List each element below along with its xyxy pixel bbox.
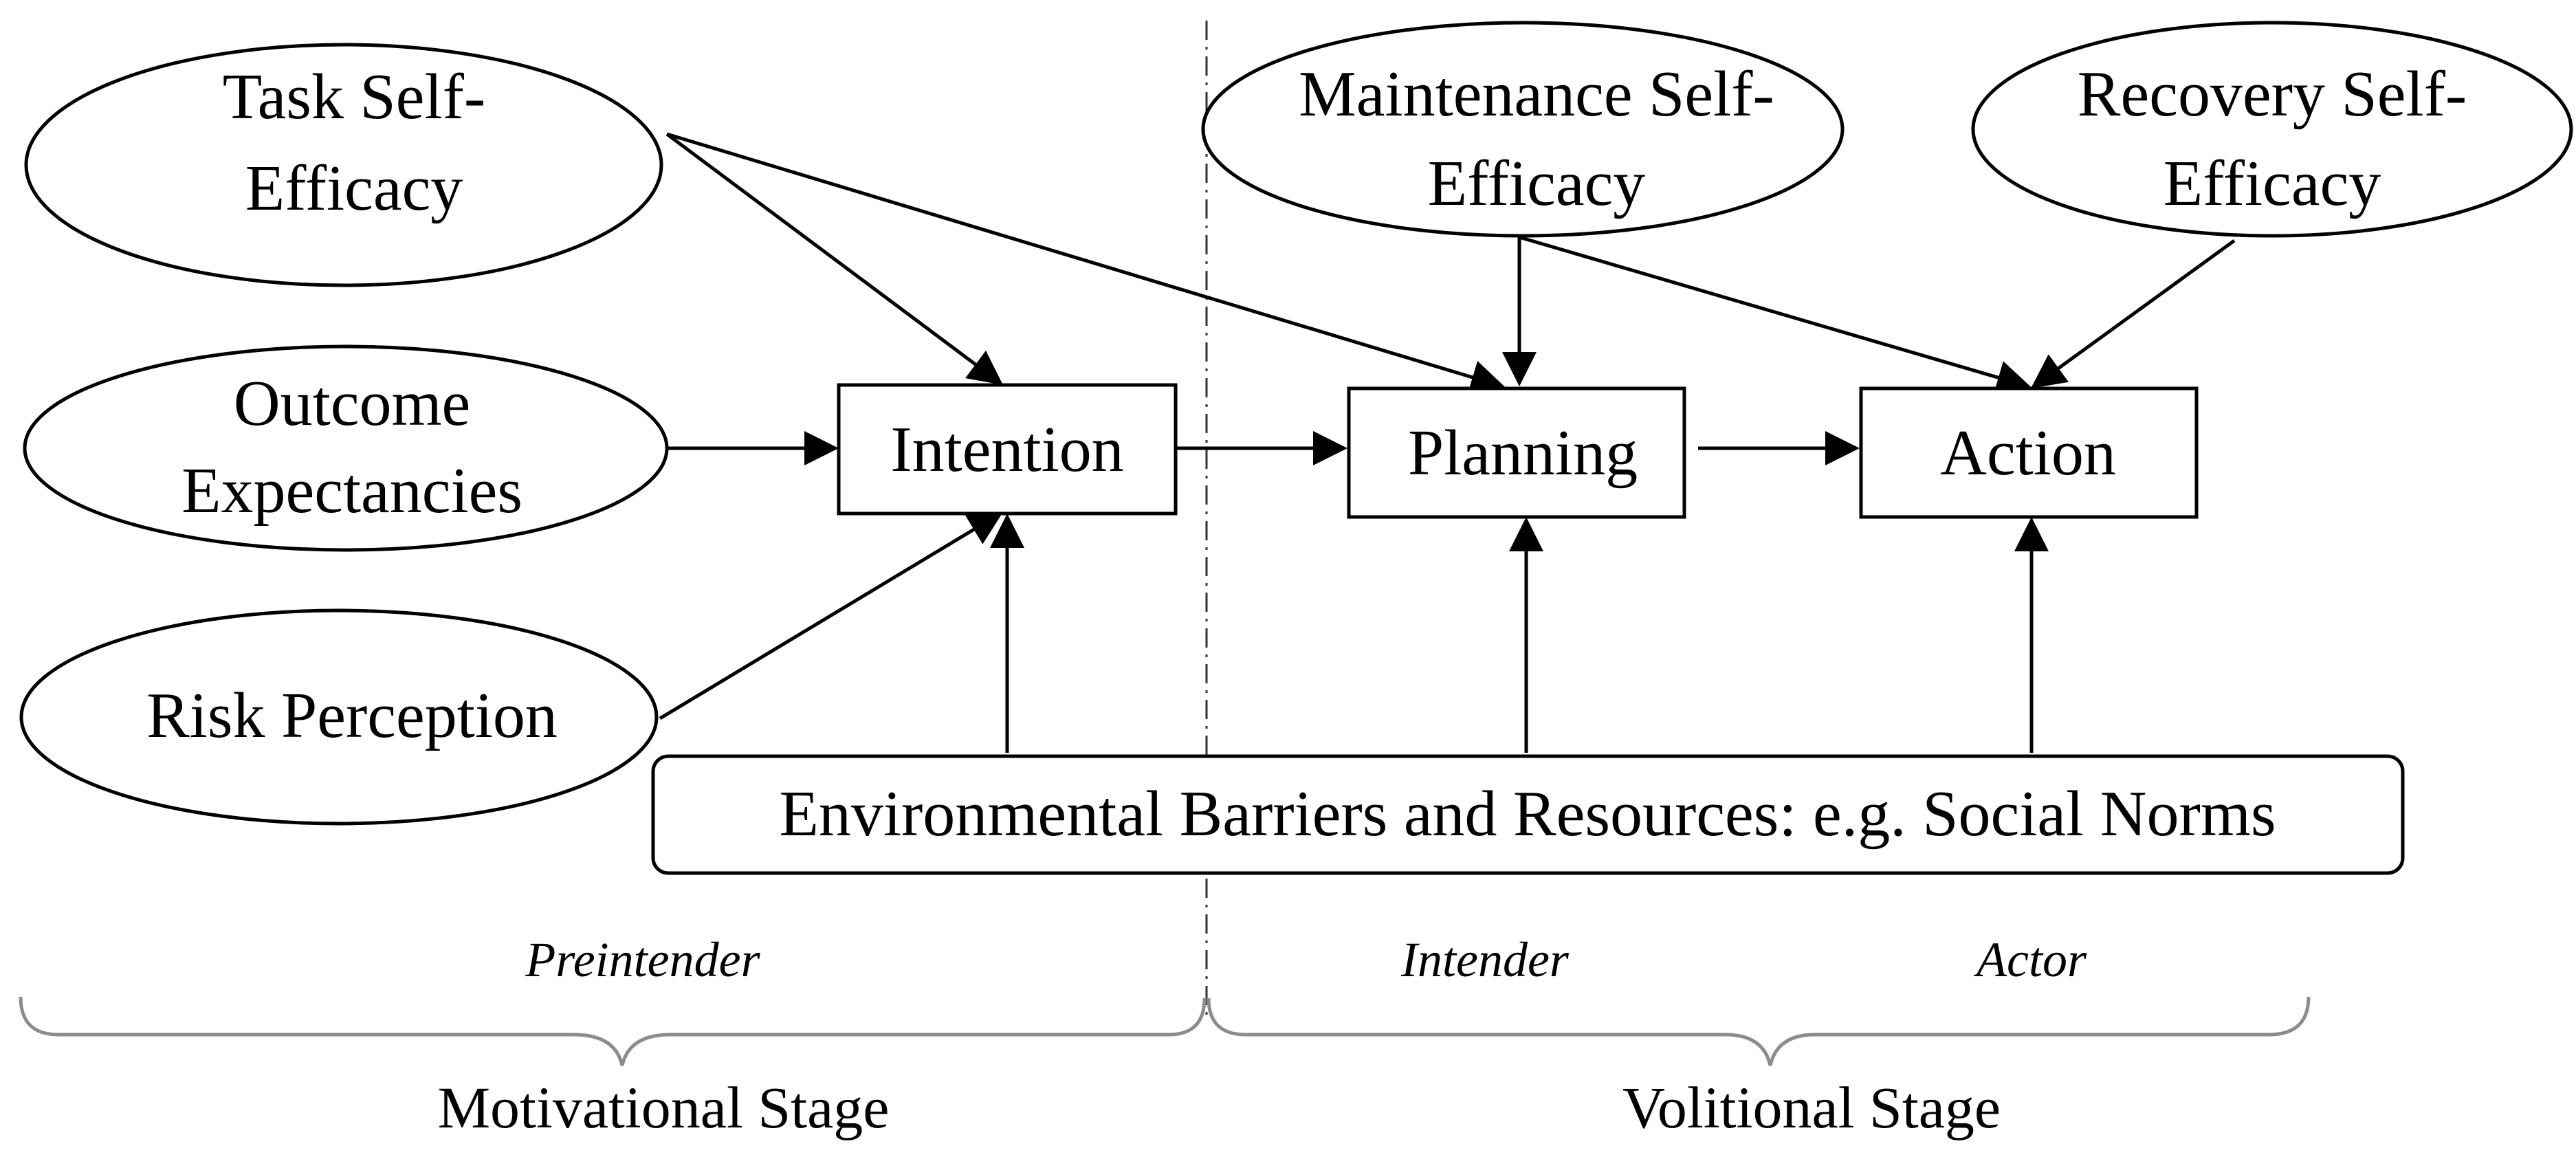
preintender-label: Preintender (525, 932, 760, 987)
recovery-self-efficacy-node: Recovery Self- Efficacy (1971, 21, 2573, 238)
risk-perception-node: Risk Perception (19, 608, 659, 826)
environment-label: Environmental Barriers and Resources: e.… (779, 778, 2276, 850)
recovery-self-efficacy-line-2: Efficacy (2164, 148, 2381, 219)
actor-label: Actor (1974, 932, 2087, 987)
task-self-efficacy-node: Task Self- Efficacy (24, 43, 663, 287)
task-self-efficacy-line-1: Task Self- (223, 61, 485, 133)
intender-label: Intender (1400, 932, 1570, 987)
action-node: Action (1859, 386, 2199, 519)
task-self-efficacy-line-2: Efficacy (245, 153, 463, 224)
recovery-self-efficacy-line-1: Recovery Self- (2078, 58, 2467, 130)
outcome-expectancies-line-1: Outcome (234, 368, 471, 439)
arrow-task-to-intention (665, 132, 1004, 385)
intention-node: Intention (837, 383, 1178, 516)
planning-node: Planning (1347, 386, 1686, 519)
motivational-stage-label: Motivational Stage (438, 1075, 890, 1141)
action-label: Action (1940, 417, 2116, 489)
arrow-maintenance-to-action (1519, 235, 2032, 395)
intention-label: Intention (890, 414, 1123, 485)
maintenance-self-efficacy-line-2: Efficacy (1428, 148, 1646, 219)
environment-node: Environmental Barriers and Resources: e.… (651, 754, 2405, 875)
arrows (659, 132, 2236, 753)
arrow-task-to-planning (666, 132, 1506, 394)
volitional-stage-label: Volitional Stage (1622, 1075, 2001, 1141)
maintenance-self-efficacy-line-1: Maintenance Self- (1299, 58, 1774, 130)
motivational-brace (19, 996, 1207, 1066)
arrow-recovery-to-action (2030, 239, 2236, 388)
risk-perception-line-1: Risk Perception (146, 680, 558, 751)
arrow-risk-to-intention (659, 511, 1004, 720)
maintenance-self-efficacy-node: Maintenance Self- Efficacy (1201, 21, 1845, 238)
volitional-brace (1207, 996, 2311, 1066)
outcome-expectancies-line-2: Expectancies (181, 455, 522, 527)
outcome-expectancies-node: Outcome Expectancies (23, 344, 669, 552)
planning-label: Planning (1408, 417, 1638, 489)
